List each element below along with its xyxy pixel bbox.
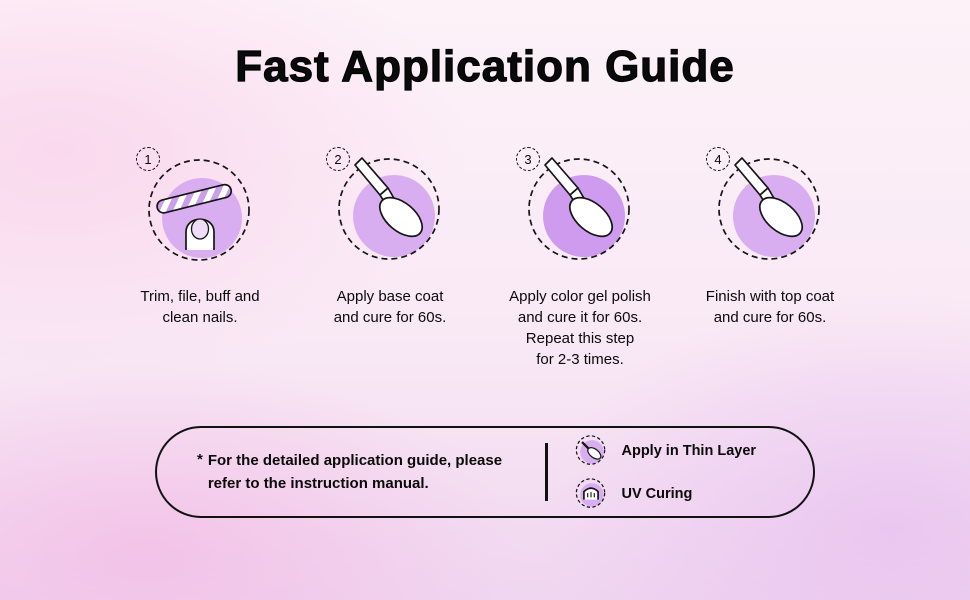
step-number-badge: 1	[136, 147, 160, 171]
step-caption: Trim, file, buff and clean nails.	[140, 288, 260, 326]
legend-item-thin-layer: Apply in Thin Layer	[574, 434, 757, 468]
step-number-badge: 4	[706, 147, 730, 171]
page-title: Fast Application Guide	[235, 41, 735, 91]
step-3-illustration: 3	[516, 147, 638, 270]
step-2-illustration: 2	[326, 147, 448, 270]
uv-lamp-icon	[575, 477, 605, 508]
fingernail	[190, 218, 210, 240]
step-item-2: 2 Apply base coat and cure for 60s.	[295, 147, 485, 328]
step-caption: Apply color gel polish and cure it for 6…	[509, 288, 651, 368]
dashed-circle	[718, 158, 820, 260]
nail-prep-file-icon	[148, 159, 250, 261]
nail-shape	[378, 196, 424, 238]
dashed-circle	[338, 158, 440, 260]
asterisk-marker: *	[197, 450, 203, 468]
dashed-circle	[148, 159, 250, 261]
legend-label: Apply in Thin Layer	[621, 442, 757, 459]
footer-row: * For the detailed application guide, pl…	[0, 426, 970, 518]
step-caption: Apply base coat and cure for 60s.	[333, 288, 447, 326]
legend-label: UV Curing	[621, 485, 693, 502]
nail-shape	[568, 196, 614, 238]
step-number-badge: 2	[326, 147, 350, 171]
step-1-illustration: 1	[136, 147, 258, 270]
top-coat-brush-icon	[718, 157, 820, 260]
step-4-illustration: 4	[706, 147, 828, 270]
step-item-1: 1	[105, 147, 295, 328]
step-item-3: 3 Apply color gel polish and cure it for…	[485, 147, 675, 370]
step-item-4: 4 Finish with top coat and cure for 60s.	[675, 147, 865, 328]
nail-file	[156, 183, 233, 214]
nail-shape	[758, 196, 804, 238]
thin-layer-brush-icon	[575, 434, 605, 465]
dashed-circle	[528, 158, 630, 260]
legend: Apply in Thin Layer UV Curing	[574, 434, 757, 511]
footnote-text: For the detailed application guide, plea…	[207, 451, 503, 492]
steps-row: 1	[0, 147, 970, 370]
step-caption: Finish with top coat and cure for 60s.	[705, 288, 835, 326]
footnote: * For the detailed application guide, pl…	[197, 449, 527, 496]
vertical-divider	[545, 443, 548, 501]
legend-item-uv-curing: UV Curing	[574, 477, 757, 511]
base-coat-brush-icon	[338, 157, 440, 260]
color-polish-brush-icon	[528, 157, 630, 260]
note-pill: * For the detailed application guide, pl…	[155, 426, 815, 518]
step-number-badge: 3	[516, 147, 540, 171]
